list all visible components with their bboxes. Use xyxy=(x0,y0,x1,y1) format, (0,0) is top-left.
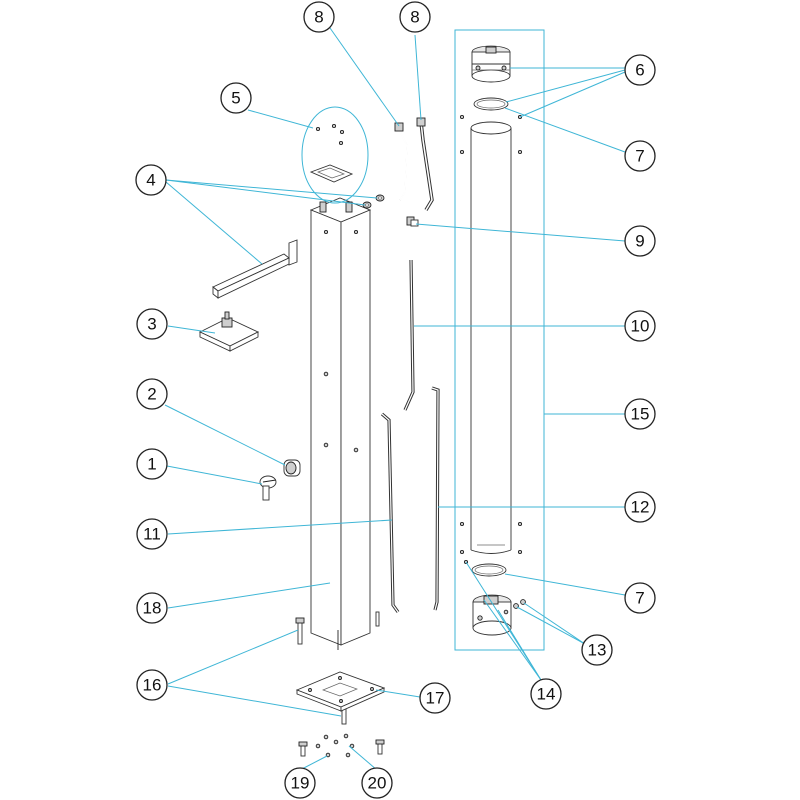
callout-11-label: 11 xyxy=(143,525,161,544)
leader-1 xyxy=(166,465,263,485)
callout-10-label: 10 xyxy=(631,317,650,336)
callout-6: 6 xyxy=(624,54,656,86)
part-2-push-button xyxy=(283,459,301,477)
leader-7b xyxy=(504,573,626,596)
callout-14: 14 xyxy=(530,678,562,710)
leader-13b xyxy=(523,602,586,645)
callout-9: 9 xyxy=(624,225,656,257)
callout-8b-label: 8 xyxy=(410,8,419,27)
callout-10: 10 xyxy=(624,310,656,342)
callout-9-label: 9 xyxy=(635,232,644,251)
callout-16: 16 xyxy=(136,669,168,701)
callout-7b: 7 xyxy=(624,582,656,614)
callout-7b-label: 7 xyxy=(635,589,644,608)
leader-11 xyxy=(167,519,393,535)
callout-12: 12 xyxy=(624,491,656,523)
part-5-junction-box xyxy=(301,106,369,204)
part-7-bottom-oring xyxy=(471,563,507,577)
leader-20 xyxy=(348,745,378,771)
part-1-valve xyxy=(259,475,277,501)
callout-1: 1 xyxy=(136,448,168,480)
leader-5 xyxy=(247,109,314,129)
callout-5: 5 xyxy=(220,82,252,114)
part-9-elbow xyxy=(406,216,419,227)
part-8-pipe-b xyxy=(416,117,434,211)
callout-11: 11 xyxy=(136,518,168,550)
callout-12-label: 12 xyxy=(631,498,650,517)
leader-14b xyxy=(483,599,542,681)
leader-17 xyxy=(375,689,421,698)
leader-lines xyxy=(164,27,626,771)
leader-3 xyxy=(167,325,216,334)
leader-8a xyxy=(329,27,400,127)
callout-15-label: 15 xyxy=(631,405,650,424)
callout-6-label: 6 xyxy=(635,61,644,80)
callout-7a: 7 xyxy=(624,140,656,172)
leader-6c xyxy=(519,71,626,118)
leader-14c xyxy=(497,609,542,681)
callout-4: 4 xyxy=(135,164,167,196)
leader-16b xyxy=(167,685,342,717)
callout-17-label: 17 xyxy=(426,689,445,708)
leader-4c xyxy=(165,181,263,265)
callout-19-label: 19 xyxy=(291,774,310,793)
leader-7a xyxy=(504,107,626,153)
callout-13-label: 13 xyxy=(588,641,607,660)
part-19-20-fasteners xyxy=(298,733,385,758)
part-15-inner-tube xyxy=(470,121,512,554)
leader-9 xyxy=(415,223,626,242)
callout-3-label: 3 xyxy=(147,315,156,334)
leader-16a xyxy=(167,629,299,685)
callout-7a-label: 7 xyxy=(635,147,644,166)
part-7-top-oring xyxy=(473,97,509,111)
callout-20: 20 xyxy=(361,767,393,799)
part-15-column-frame xyxy=(454,29,545,651)
callout-2: 2 xyxy=(136,378,168,410)
part-13-nuts xyxy=(513,599,526,609)
part-6-top-cap xyxy=(471,45,511,83)
leader-2 xyxy=(164,404,286,466)
leader-19 xyxy=(299,755,328,771)
leader-4b xyxy=(165,179,378,199)
part-12-pipe xyxy=(431,386,440,611)
leader-6b xyxy=(505,69,626,103)
part-17-base-plate xyxy=(295,671,386,712)
callout-16-label: 16 xyxy=(143,676,162,695)
callout-8a-label: 8 xyxy=(314,8,323,27)
part-3-shower-head xyxy=(198,311,260,352)
callout-18-label: 18 xyxy=(143,599,162,618)
leader-18 xyxy=(167,582,331,609)
leader-13a xyxy=(516,606,586,645)
leader-8b xyxy=(414,34,422,121)
leader-4a xyxy=(165,179,366,206)
part-11-pipe xyxy=(375,412,400,627)
callout-3: 3 xyxy=(136,308,168,340)
callout-8b: 8 xyxy=(399,1,431,33)
callout-2-label: 2 xyxy=(147,385,156,404)
callout-13: 13 xyxy=(581,634,613,666)
callout-1-label: 1 xyxy=(147,455,156,474)
part-10-long-pipe xyxy=(403,259,415,411)
callout-18: 18 xyxy=(136,592,168,624)
callout-15: 15 xyxy=(624,398,656,430)
part-18-main-post xyxy=(309,197,372,650)
callout-8a: 8 xyxy=(303,1,335,33)
part-8-pipe-a xyxy=(394,122,408,201)
part-4-shower-arm xyxy=(212,239,298,299)
callout-4-label: 4 xyxy=(146,171,155,190)
callout-20-label: 20 xyxy=(368,774,387,793)
callout-19: 19 xyxy=(284,767,316,799)
callout-17: 17 xyxy=(419,682,451,714)
callout-14-label: 14 xyxy=(537,685,556,704)
part-15-frame-screws xyxy=(459,114,523,555)
callout-5-label: 5 xyxy=(231,89,240,108)
